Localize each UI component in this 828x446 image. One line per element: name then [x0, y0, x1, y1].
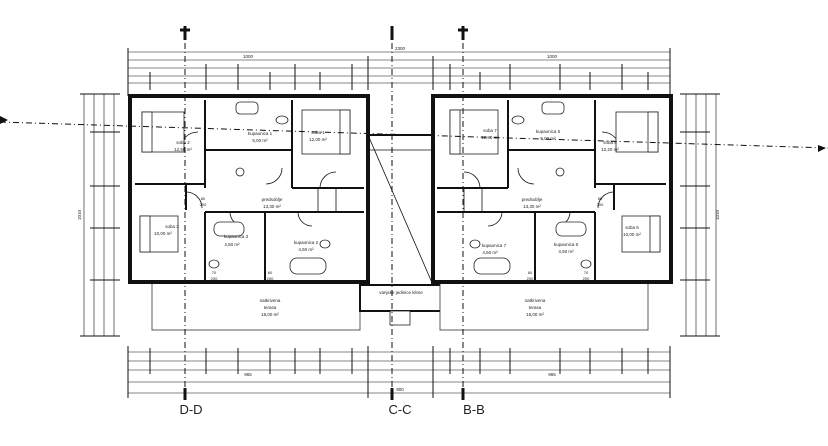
- room-name: predsoblje: [522, 197, 543, 202]
- room-name: kupaonica 7: [482, 243, 507, 248]
- room-name: kupaonica 2: [294, 240, 319, 245]
- terrace-name: natkrivena: [525, 298, 546, 303]
- door-dim: 80: [201, 196, 206, 201]
- room-name: kupaonica 5: [536, 129, 561, 134]
- room-area: 4,50 m²: [482, 250, 498, 255]
- room-name: soba 3: [165, 224, 179, 229]
- door-dim: 80: [598, 196, 603, 201]
- left-door-dims: 80 200 70 200 60 200: [200, 196, 274, 281]
- bottom-dimension-lines: [127, 346, 671, 398]
- room-name: soba 6: [603, 140, 617, 145]
- dim-bottom-right: 965: [548, 372, 556, 377]
- door-dim: 200: [597, 202, 604, 207]
- door-dim: 200: [527, 276, 534, 281]
- dim-bottom-left: 965: [244, 372, 252, 377]
- room-area: 10,00 m²: [623, 232, 641, 237]
- section-label-cc: C-C: [388, 402, 411, 417]
- top-dimension-lines: [127, 48, 671, 96]
- center-court: [359, 134, 443, 326]
- room-area: 12,50 m²: [174, 147, 192, 152]
- room-area: 4,50 m²: [224, 242, 240, 247]
- room-area: 12,20 m²: [601, 147, 619, 152]
- room-name: soba 7: [483, 128, 497, 133]
- dim-side-right: 1010: [715, 209, 720, 220]
- room-area: 13,30 m²: [263, 204, 281, 209]
- terrace-name: terasa: [529, 305, 542, 310]
- door-dim: 70: [212, 270, 217, 275]
- room-area: 4,50 m²: [298, 247, 314, 252]
- terrace-area: 15,00 m²: [261, 312, 279, 317]
- left-unit: [128, 94, 370, 331]
- room-name: kupaonica 3: [224, 234, 249, 239]
- room-area: 13,30 m²: [523, 204, 541, 209]
- door-dim: 60: [528, 270, 533, 275]
- room-name: kupaonica 1: [248, 131, 273, 136]
- terrace-area: 15,00 m²: [526, 312, 544, 317]
- door-dim: 60: [268, 270, 273, 275]
- terrace-name: natkrivena: [260, 298, 281, 303]
- dim-top-left: 1000: [243, 54, 254, 59]
- side-dimension-lines: [80, 93, 720, 337]
- section-label-bb: B-B: [463, 402, 485, 417]
- room-name: soba 5: [625, 225, 639, 230]
- room-name: predsoblje: [262, 197, 283, 202]
- room-name: soba 1: [311, 130, 325, 135]
- door-dim: 70: [584, 270, 589, 275]
- right-door-dims: 80 200 70 200 60 200: [527, 196, 604, 281]
- door-dim: 200: [211, 276, 218, 281]
- terrace-name: terasa: [264, 305, 277, 310]
- dim-top-right: 1000: [547, 54, 558, 59]
- room-area: 10,00 m²: [154, 231, 172, 236]
- door-dim: 200: [200, 202, 207, 207]
- room-area: 4,50 m²: [558, 249, 574, 254]
- dim-side-left: 1010: [77, 209, 82, 220]
- right-unit: [431, 94, 673, 331]
- dim-bottom-total: 900: [396, 387, 404, 392]
- room-name: soba 2: [176, 140, 190, 145]
- section-label-dd: D-D: [179, 402, 202, 417]
- room-area: 5,00 m²: [252, 138, 268, 143]
- room-area: 12,00 m²: [309, 137, 327, 142]
- door-dim: 200: [583, 276, 590, 281]
- door-dim: 200: [267, 276, 274, 281]
- center-label: vanjske jedinice klime: [379, 290, 423, 295]
- dim-top-total: 2300: [395, 46, 406, 51]
- room-name: kupaonica 6: [554, 242, 579, 247]
- left-room-labels: soba 2 12,50 m² kupaonica 1 5,00 m² soba…: [154, 130, 327, 317]
- room-area: 5,00 m²: [540, 136, 556, 141]
- section-cut-lines: [0, 26, 828, 400]
